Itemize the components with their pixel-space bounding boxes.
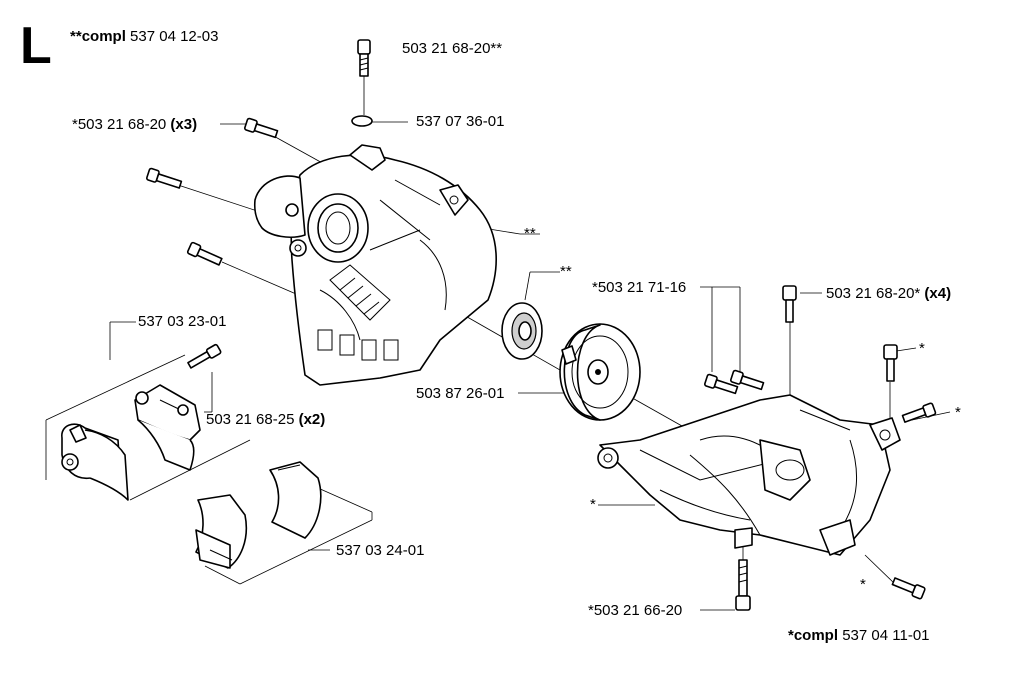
label-screws-left-qty: (x3) [170,116,198,133]
washer [351,115,373,127]
label-marker-lower-right: * [860,576,866,593]
assembly-label-upper: **compl 537 04 12-03 [70,28,218,46]
label-marker-right-mid: * [955,404,961,421]
screw-right-vertical [782,285,797,323]
assembly-upper-prefix: ** [70,28,82,45]
assembly-upper-word: compl [81,28,126,45]
label-holder: 537 03 23-01 [138,313,227,330]
label-screws-right-qty: (x4) [924,285,952,302]
screw-right-top [883,344,898,382]
screw-lower-right [891,577,926,600]
clutch-drum [559,323,641,421]
crankcase-housing-upper [253,144,497,386]
section-letter: L [20,17,52,75]
label-bearing-marker: ** [560,263,572,280]
assembly-label-lower: *compl 537 04 11-01 [788,627,930,645]
clamp-pieces [195,461,322,569]
label-screws-left-text: *503 21 68-20 [72,116,167,133]
label-clutch-drum: 503 87 26-01 [416,385,505,402]
assembly-lower-number: 537 04 11-01 [842,627,930,644]
label-holder-screws-text: 503 21 68-25 [206,411,295,428]
label-screws-right-text: 503 21 68-20* [826,285,921,302]
screws-mid [704,369,765,395]
label-marker-lower-left: * [590,496,596,513]
screw-bottom [735,559,751,611]
assembly-lower-word: compl [793,627,839,644]
label-screws-right: 503 21 68-20* (x4) [826,285,951,303]
screw-right-side [901,402,937,423]
holder-left [61,423,129,501]
assembly-upper-number: 537 04 12-03 [130,28,219,45]
label-screw-bottom: *503 21 66-20 [588,602,683,619]
screws-holder [187,343,222,369]
label-washer: 537 07 36-01 [416,113,505,130]
screw-top [357,39,371,77]
bearing [501,302,543,360]
label-screw-top: 503 21 68-20** [402,40,503,57]
holder-right [134,384,201,471]
label-screws-mid: *503 21 71-16 [592,279,687,296]
screws-left [146,117,279,266]
label-holder-screws: 503 21 68-25 (x2) [206,411,325,429]
crankcase-housing-lower [597,394,901,556]
assembly-lower-prefix: * [788,627,794,644]
label-clamp: 537 03 24-01 [336,542,425,559]
label-screws-left: *503 21 68-20 (x3) [72,116,197,134]
label-marker-right-top: * [919,340,925,357]
label-housing-marker: ** [524,225,536,242]
label-holder-screws-qty: (x2) [298,411,326,428]
